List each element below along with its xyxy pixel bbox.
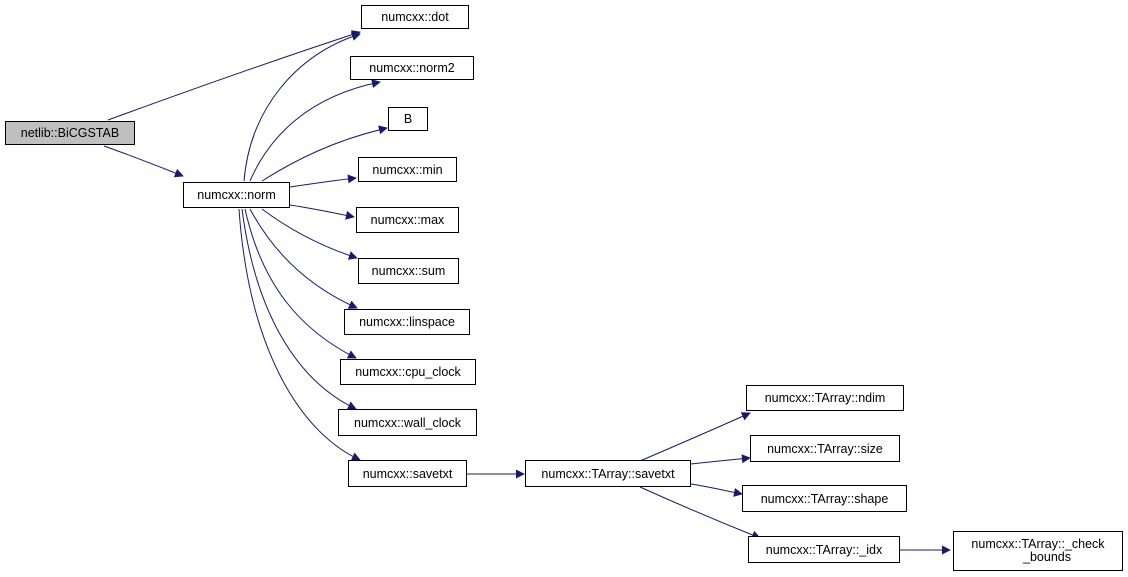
node-tarray-idx[interactable]: numcxx::TArray::_idx xyxy=(748,536,900,563)
node-bicgstab[interactable]: netlib::BiCGSTAB xyxy=(5,121,135,145)
edge-tarray-savetxt-to-ndim xyxy=(639,412,751,462)
edge-norm-to-linspace xyxy=(249,208,358,309)
node-label: numcxx::dot xyxy=(381,10,449,24)
node-tarray-savetxt[interactable]: numcxx::TArray::savetxt xyxy=(525,460,691,487)
node-label: numcxx::TArray::savetxt xyxy=(541,466,675,481)
node-label: numcxx::TArray::_idx xyxy=(765,542,883,557)
node-min[interactable]: numcxx::min xyxy=(358,157,457,182)
edge-norm-to-savetxt xyxy=(238,208,361,461)
node-sum[interactable]: numcxx::sum xyxy=(358,258,459,284)
node-label: numcxx::min xyxy=(372,162,443,177)
node-label: numcxx::TArray::shape xyxy=(760,491,889,506)
node-label: numcxx::norm xyxy=(197,188,276,202)
node-label: numcxx::sum xyxy=(371,264,446,278)
edge-norm-to-norm2 xyxy=(249,79,381,182)
node-label: numcxx::TArray::size xyxy=(767,441,883,456)
node-label: numcxx::linspace xyxy=(359,315,455,329)
node-max[interactable]: numcxx::max xyxy=(356,207,459,233)
edge-norm-to-wall-clock xyxy=(241,208,357,410)
node-label: numcxx::max xyxy=(370,213,445,227)
node-tarray-ndim[interactable]: numcxx::TArray::ndim xyxy=(746,385,904,411)
node-linspace[interactable]: numcxx::linspace xyxy=(344,309,470,335)
node-label: netlib::BiCGSTAB xyxy=(20,126,120,140)
node-label-line1: numcxx::TArray::_check xyxy=(971,537,1105,551)
edge-norm-to-b xyxy=(261,125,388,182)
edge-tarray-savetxt-to-size xyxy=(690,454,751,465)
edge-norm-to-min xyxy=(289,174,357,188)
node-label: numcxx::cpu_clock xyxy=(355,365,461,379)
edge-tarray-savetxt-to-shape xyxy=(690,483,743,497)
node-b[interactable]: B xyxy=(388,107,428,131)
node-cpu-clock[interactable]: numcxx::cpu_clock xyxy=(340,359,476,385)
node-label-line2: _bounds xyxy=(1023,550,1071,564)
node-norm[interactable]: numcxx::norm xyxy=(183,182,290,208)
node-label: B xyxy=(403,112,413,126)
edge-norm-to-cpu-clock xyxy=(244,208,357,359)
edge-bicgstab-to-dot xyxy=(107,30,361,121)
node-label: numcxx::norm2 xyxy=(369,61,455,75)
edge-bicgstab-to-norm xyxy=(103,145,184,178)
node-savetxt[interactable]: numcxx::savetxt xyxy=(348,460,467,487)
node-label: numcxx::wall_clock xyxy=(354,415,461,430)
node-dot[interactable]: numcxx::dot xyxy=(361,5,469,29)
node-tarray-shape[interactable]: numcxx::TArray::shape xyxy=(742,485,907,512)
edge-tarray-savetxt-to-idx xyxy=(639,486,761,540)
node-norm2[interactable]: numcxx::norm2 xyxy=(350,56,474,80)
node-tarray-size[interactable]: numcxx::TArray::size xyxy=(750,435,900,462)
node-tarray-check-bounds[interactable]: numcxx::TArray::_check _bounds xyxy=(953,531,1123,571)
edge-norm-to-dot xyxy=(243,32,361,182)
edge-norm-to-max xyxy=(289,204,355,220)
node-label: numcxx::savetxt xyxy=(362,466,453,481)
node-wall-clock[interactable]: numcxx::wall_clock xyxy=(338,409,477,436)
edge-norm-to-sum xyxy=(261,208,358,260)
node-label: numcxx::TArray::ndim xyxy=(764,391,886,405)
